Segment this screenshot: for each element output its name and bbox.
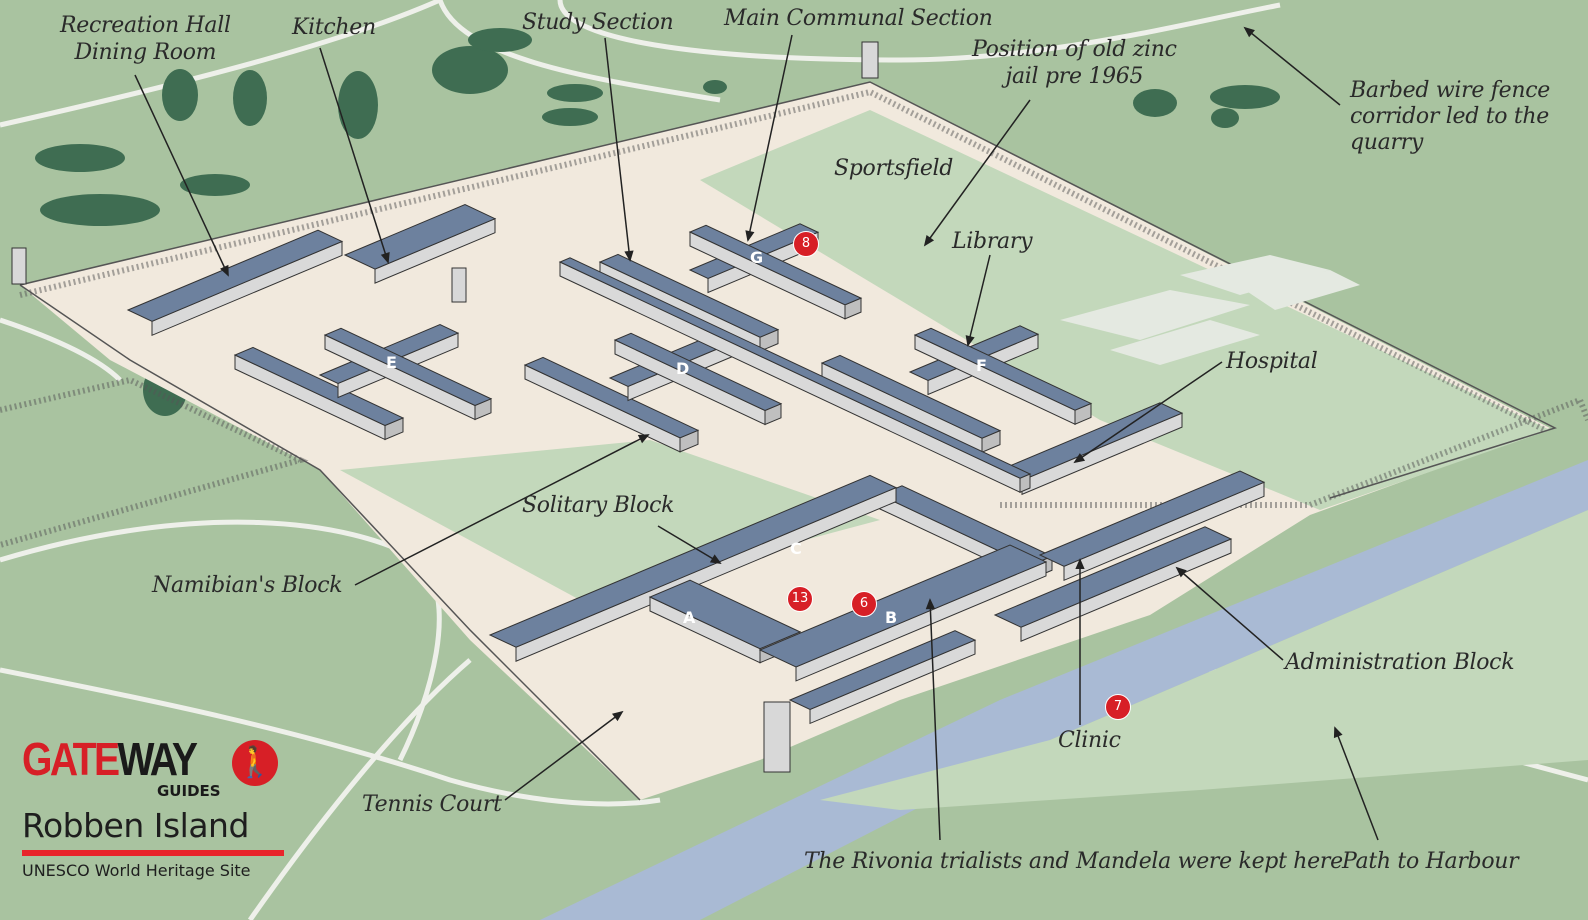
label-arrow: [1074, 361, 1223, 463]
central-wall-roof: [558, 257, 1032, 479]
label-arrows: [134, 26, 1379, 841]
label-arrow: [134, 74, 229, 276]
block-letter-d: D: [676, 359, 690, 378]
arrowhead-icon: [1175, 566, 1187, 578]
arrowhead-icon: [624, 250, 634, 262]
label-arrow: [657, 525, 721, 564]
label-library: Library: [952, 229, 1033, 254]
label-arrow: [1334, 727, 1379, 841]
label-arrow: [1244, 27, 1341, 106]
map-marker-7[interactable]: 7: [1105, 694, 1131, 720]
label-rivonia: The Rivonia trialists and Mandela were k…: [804, 849, 1343, 874]
logo-wordmark: GATEWAY: [22, 733, 198, 785]
map-marker-8[interactable]: 8: [793, 231, 819, 257]
arrowhead-icon: [745, 230, 755, 242]
block-g-3-roof: [688, 224, 863, 306]
block-letter-c: C: [790, 539, 802, 558]
block-f-1-roof: [820, 354, 1002, 439]
hiker-icon: 🚶: [232, 740, 278, 786]
arrowhead-icon: [637, 434, 650, 444]
arrowhead-icon: [1073, 453, 1086, 464]
block-letter-f: F: [976, 356, 987, 375]
label-old-zinc-jail: Position of old zinc jail pre 1965: [972, 37, 1177, 89]
block-e-3-roof: [323, 327, 493, 407]
hospital-3-roof: [1038, 470, 1266, 567]
courtyard-grass: [340, 440, 880, 600]
logo-divider: [22, 850, 284, 856]
kitchen-roof: [343, 204, 497, 270]
arrowhead-icon: [709, 554, 722, 564]
arrowhead-icon: [923, 234, 935, 247]
block-a-c-roof: [488, 474, 898, 648]
block-letter-a: A: [683, 608, 696, 627]
label-arrow: [929, 599, 941, 841]
buildings: [126, 204, 1266, 725]
label-arrow: [504, 711, 623, 801]
arrowhead-icon: [611, 710, 624, 722]
label-arrow: [604, 37, 631, 261]
block-d-3-roof: [613, 332, 783, 412]
trees: [35, 28, 1280, 416]
arrowhead-icon: [1333, 726, 1343, 739]
block-letter-b: B: [885, 608, 898, 627]
arrowhead-icon: [925, 598, 936, 610]
label-namibians-block: Namibian's Block: [152, 573, 343, 598]
sea: [540, 460, 1588, 920]
clinic-wing-roof: [788, 630, 977, 710]
lower-grass: [820, 510, 1588, 810]
watchtowers: [11, 41, 879, 773]
label-solitary-block: Solitary Block: [522, 493, 675, 518]
label-main-communal: Main Communal Section: [724, 6, 993, 31]
label-barbed-wire: Barbed wire fence corridor led to the qu…: [1350, 78, 1550, 155]
logo-title: Robben Island: [22, 806, 249, 845]
label-sportsfield: Sportsfield: [834, 156, 954, 181]
label-clinic: Clinic: [1058, 728, 1121, 753]
perimeter-fence: [0, 81, 1588, 801]
label-arrow: [747, 34, 793, 241]
arrowhead-icon: [1243, 26, 1255, 38]
map-marker-13[interactable]: 13: [787, 586, 813, 612]
map-marker-6[interactable]: 6: [851, 591, 877, 617]
administration-block-roof: [993, 526, 1233, 628]
arrowhead-icon: [219, 264, 229, 277]
label-tennis-court: Tennis Court: [362, 792, 502, 817]
arrowhead-icon: [380, 251, 390, 264]
block-e-1-roof: [233, 346, 405, 427]
arrowhead-icon: [965, 335, 975, 347]
block-letter-g: G: [750, 248, 764, 267]
label-recreation-hall: Recreation Hall Dining Room: [60, 13, 231, 65]
label-study-section: Study Section: [522, 10, 674, 35]
label-administration-block: Administration Block: [1285, 650, 1515, 675]
label-arrow: [924, 99, 1031, 246]
arrowhead-icon: [1075, 558, 1085, 570]
label-hospital: Hospital: [1226, 349, 1318, 374]
label-kitchen: Kitchen: [292, 15, 376, 40]
gateway-guides-logo: GATEWAY 🚶 GUIDES Robben Island UNESCO Wo…: [22, 733, 292, 880]
block-g-1-roof: [598, 253, 780, 338]
logo-guides: GUIDES: [157, 782, 221, 800]
fields-markings: [1060, 255, 1360, 365]
recreation-hall-roof: [126, 229, 344, 322]
label-arrow: [354, 434, 649, 586]
label-arrow: [1176, 567, 1284, 661]
block-f-3-roof: [913, 327, 1093, 411]
label-arrow: [319, 47, 389, 263]
block-letter-e: E: [386, 353, 397, 372]
block-a-roof: [648, 579, 802, 650]
block-b-roof: [758, 544, 1048, 668]
block-d-1-roof: [523, 356, 700, 439]
label-arrow: [967, 254, 991, 346]
logo-subtitle: UNESCO World Heritage Site: [22, 861, 251, 880]
label-path-to-harbour: Path to Harbour: [1342, 849, 1519, 874]
